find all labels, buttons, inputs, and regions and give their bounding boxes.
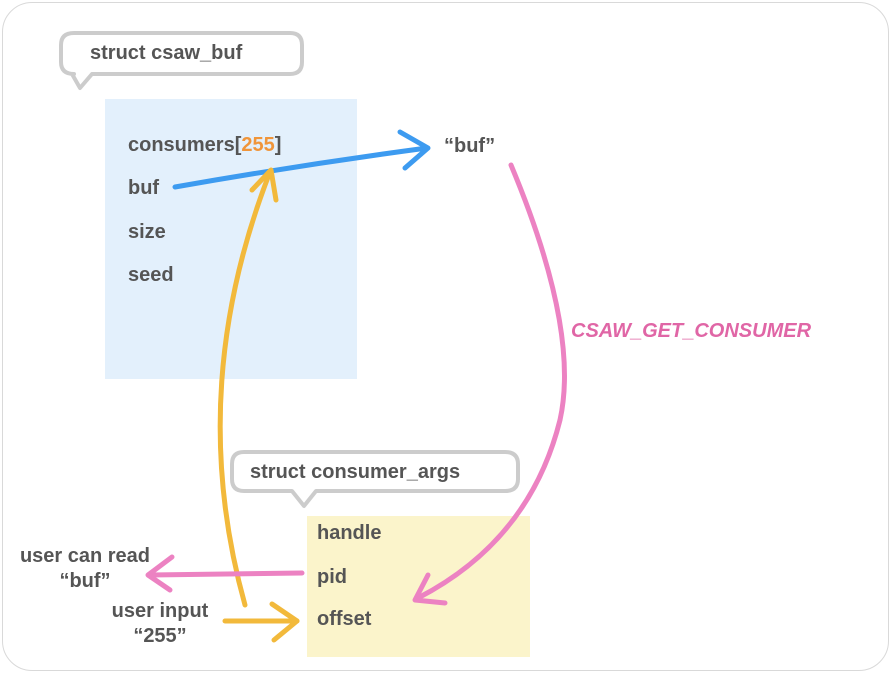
pink-arrow-ioctl-line	[415, 162, 567, 601]
field-pid: pid	[317, 566, 347, 588]
csaw-buf-title: struct csaw_buf	[90, 42, 243, 64]
consumer-args-callout-shape	[230, 450, 520, 508]
pink-arrow-read-line	[147, 570, 305, 578]
consumer-args-struct-box	[307, 516, 530, 657]
field-consumers-prefix: consumers[	[128, 134, 242, 156]
yellow-arrow-up-head	[249, 167, 279, 203]
field-size: size	[128, 221, 166, 243]
yellow-arrow-right-head	[269, 601, 300, 643]
pink-arrow-ioctl-head	[412, 572, 448, 606]
csaw-buf-callout-shape	[59, 31, 304, 90]
buf-target-label: “buf”	[444, 135, 496, 157]
pink-arrow-read-head	[145, 554, 175, 593]
user-read-line1: user can read	[19, 545, 151, 567]
field-seed: seed	[128, 264, 174, 286]
user-input-line2: “255”	[133, 625, 187, 647]
ioctl-label: CSAW_GET_CONSUMER	[571, 320, 812, 342]
field-handle: handle	[317, 522, 382, 544]
field-buf: buf	[128, 177, 160, 199]
field-consumers: consumers[255]	[128, 134, 281, 157]
consumer-args-title: struct consumer_args	[250, 461, 461, 483]
blue-arrow-head	[397, 129, 431, 171]
field-consumers-suffix: ]	[274, 134, 282, 156]
user-read-line2: “buf”	[59, 570, 111, 592]
csaw-buf-struct-box	[105, 99, 357, 379]
field-offset: offset	[317, 608, 372, 630]
yellow-arrow-up-line	[217, 169, 273, 608]
field-consumers-index: 255	[241, 134, 275, 156]
blue-arrow-line	[172, 145, 430, 190]
user-input-line1: user input	[111, 600, 209, 622]
